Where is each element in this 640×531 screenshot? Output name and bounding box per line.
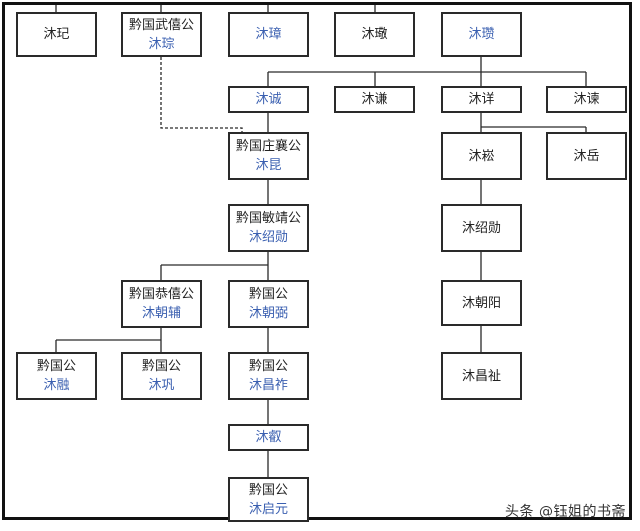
- node-murong: 黔国公 沐融: [16, 352, 97, 400]
- node-name: 沐昆: [255, 158, 282, 173]
- node-name: 沐昌祉: [461, 368, 501, 384]
- node-muxiang: 沐详: [441, 86, 522, 113]
- node-title: 黔国公: [248, 287, 288, 302]
- node-musong: 沐崧: [441, 132, 522, 180]
- node-title: 黔国公: [248, 359, 288, 374]
- node-name: 沐巩: [148, 378, 175, 393]
- node-name: 沐玘: [43, 27, 70, 42]
- node-name: 沐绍勋: [461, 220, 501, 236]
- node-name: 沐琮: [148, 36, 175, 52]
- node-mukun: 黔国庄襄公 沐昆: [228, 132, 309, 180]
- node-title: 黔国武僖公: [128, 17, 194, 33]
- node-muchangzhi: 沐昌祉: [441, 352, 522, 400]
- node-muchaobi: 黔国公 沐朝弼: [228, 280, 309, 328]
- node-name: 沐融: [43, 378, 70, 393]
- node-muzhang: 沐璋: [228, 12, 309, 57]
- node-mucheng: 沐诚: [228, 86, 309, 113]
- node-name: 沐朝弼: [248, 306, 288, 321]
- node-name: 沐朝阳: [461, 295, 501, 311]
- node-name: 沐诚: [255, 92, 282, 107]
- node-muyue: 沐岳: [546, 132, 627, 180]
- node-muzan: 沐瓒: [441, 12, 522, 57]
- node-mushaoxun-a: 黔国敏靖公 沐绍勋: [228, 204, 309, 252]
- node-muji: 沐玘: [16, 12, 97, 57]
- node-musu: 沐谏: [546, 86, 627, 113]
- node-title: 黔国恭僖公: [128, 287, 194, 302]
- node-mushaoxun-b: 沐绍勋: [441, 204, 522, 252]
- node-title: 黔国公: [36, 359, 76, 374]
- node-muchangzuo: 黔国公 沐昌祚: [228, 352, 309, 400]
- node-title: 黔国庄襄公: [235, 139, 301, 154]
- node-name: 沐璋: [255, 27, 282, 42]
- node-muchaofu: 黔国恭僖公 沐朝辅: [121, 280, 202, 328]
- node-muqian: 沐谦: [334, 86, 415, 113]
- node-mucong: 黔国武僖公 沐琮: [121, 12, 202, 57]
- node-name: 沐启元: [248, 501, 288, 517]
- node-name: 沐绍勋: [248, 230, 288, 245]
- node-name: 沐昌祚: [248, 378, 288, 393]
- node-title: 黔国公: [248, 482, 288, 498]
- chart-frame: [2, 2, 632, 520]
- node-name: 沐谏: [573, 92, 600, 107]
- node-name: 沐谦: [361, 92, 388, 107]
- node-name: 沐瓒: [468, 27, 495, 42]
- node-mugong: 黔国公 沐巩: [121, 352, 202, 400]
- node-name: 沐崧: [468, 148, 495, 164]
- node-title: 黔国公: [141, 359, 181, 374]
- node-muxu: 沐叡: [228, 424, 309, 451]
- node-name: 沐叡: [255, 430, 282, 445]
- node-muzhuo: 沐璥: [334, 12, 415, 57]
- node-title: 黔国敏靖公: [235, 211, 301, 226]
- node-muchaoyang: 沐朝阳: [441, 280, 522, 326]
- node-name: 沐璥: [361, 27, 388, 42]
- node-name: 沐详: [468, 92, 495, 107]
- node-name: 沐岳: [573, 148, 600, 164]
- node-muqiyuan: 黔国公 沐启元: [228, 477, 309, 522]
- node-name: 沐朝辅: [141, 306, 181, 321]
- watermark: 头条 @钰姐的书斋: [505, 504, 626, 520]
